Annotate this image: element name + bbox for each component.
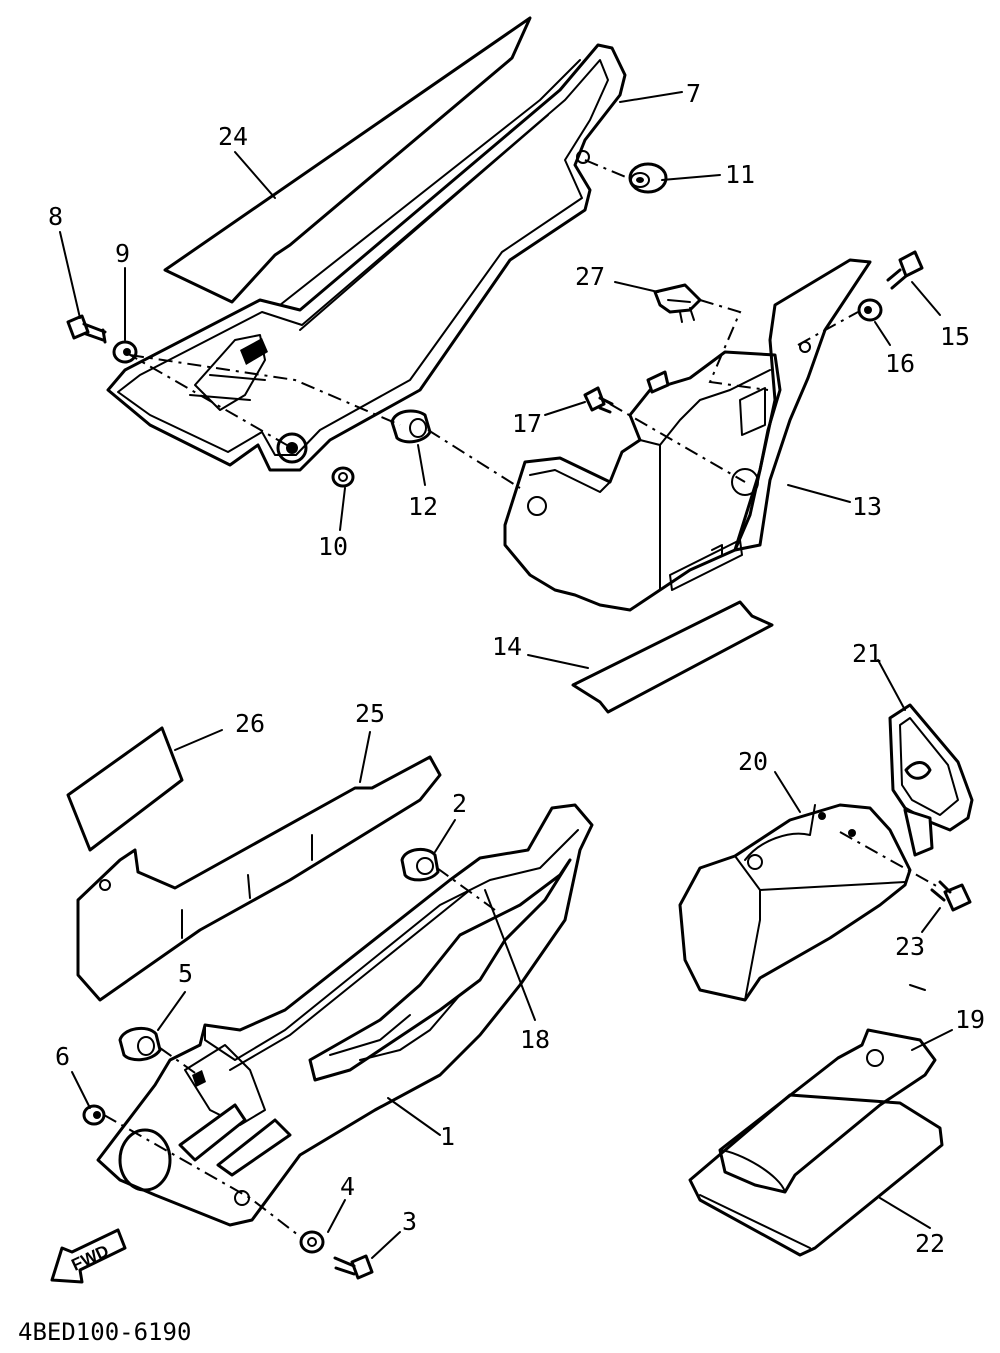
lower-cover-recess <box>184 1044 266 1126</box>
lower-cover-hub <box>118 1128 172 1192</box>
bolt-3 <box>333 1254 374 1280</box>
lower-side-cover <box>96 803 594 1227</box>
lower-cover-boss <box>192 1070 206 1087</box>
tool-box-lid <box>744 804 816 861</box>
bolt-17 <box>583 386 614 414</box>
callouts: 7 11 24 8 9 10 12 27 15 16 17 13 14 21 2… <box>48 79 985 1258</box>
callout-26: 26 <box>235 709 265 738</box>
pad-25 <box>76 755 442 1002</box>
emblem-plate-24-shape <box>163 16 532 304</box>
callout-13: 13 <box>852 492 882 521</box>
battery-box-tab <box>646 370 670 394</box>
tool-box-20 <box>678 803 926 1002</box>
callout-20: 20 <box>738 747 768 776</box>
callout-23: 23 <box>895 932 925 961</box>
callout-24: 24 <box>218 122 248 151</box>
callout-8: 8 <box>48 202 63 231</box>
callout-12: 12 <box>408 492 438 521</box>
upper-cover-boss-hole-inner <box>286 442 298 454</box>
callout-10: 10 <box>318 532 348 561</box>
bolt-15 <box>886 250 924 290</box>
callout-14: 14 <box>492 632 522 661</box>
upper-side-cover <box>106 16 627 472</box>
callout-2: 2 <box>452 789 467 818</box>
callout-7: 7 <box>686 79 701 108</box>
battery-box-slot <box>669 539 743 591</box>
lower-cover-tab-2 <box>216 1118 292 1177</box>
upper-cover-top-hole <box>576 150 590 164</box>
bracket-plate <box>733 258 872 552</box>
upper-cover-recess <box>194 334 266 411</box>
washer-4 <box>299 1230 325 1254</box>
upper-cover-ridge <box>279 59 581 306</box>
forward-arrow: FWD <box>50 1228 127 1284</box>
callout-25: 25 <box>355 699 385 728</box>
callout-3: 3 <box>402 1207 417 1236</box>
callout-15: 15 <box>940 322 970 351</box>
pad-14 <box>571 600 774 714</box>
strap-holder-21 <box>888 703 974 857</box>
tool-box-foot <box>909 984 926 991</box>
diagram-code: 4BED100-6190 <box>18 1318 191 1346</box>
upper-cover-outline <box>106 43 627 472</box>
lower-cover-top-ridge <box>204 829 579 1061</box>
tool-bag-19 <box>718 1028 937 1194</box>
callout-5: 5 <box>178 959 193 988</box>
callout-4: 4 <box>340 1172 355 1201</box>
upper-cover-recess-lines <box>189 374 266 401</box>
grommet-5 <box>118 1026 162 1062</box>
sticker-26 <box>66 726 184 852</box>
battery-box-window <box>739 387 766 436</box>
clip-27 <box>653 283 702 323</box>
flame-graphic-lines <box>329 994 461 1061</box>
callout-19: 19 <box>955 1005 985 1034</box>
upper-cover-boss-hole <box>276 432 308 464</box>
leader-lines <box>59 91 953 1259</box>
pad-22-edge <box>699 1194 811 1249</box>
bolt-23 <box>930 880 972 912</box>
grommet-11 <box>628 162 668 194</box>
callout-9: 9 <box>115 239 130 268</box>
callout-22: 22 <box>915 1229 945 1258</box>
callout-18: 18 <box>520 1025 550 1054</box>
callout-1: 1 <box>440 1122 455 1151</box>
upper-cover-boss <box>240 338 268 365</box>
washer-10 <box>331 466 355 488</box>
tool-bag-flap <box>719 1149 786 1193</box>
callout-11: 11 <box>725 160 755 189</box>
battery-box-lip <box>529 469 611 493</box>
collar-16 <box>857 298 883 322</box>
pad-22 <box>688 1093 944 1257</box>
bracket-13 <box>503 258 872 612</box>
tool-box-edges <box>734 855 906 1001</box>
bolt-8 <box>66 314 107 344</box>
callout-16: 16 <box>885 349 915 378</box>
battery-box-edge <box>639 369 771 446</box>
callout-21: 21 <box>852 639 882 668</box>
lower-cover-tab-1 <box>178 1103 247 1162</box>
lower-cover-outline <box>96 803 594 1227</box>
collar-6 <box>82 1104 106 1126</box>
battery-box-outline <box>503 350 782 612</box>
assembly-lines <box>103 159 941 1239</box>
grommet-12 <box>390 409 432 444</box>
pad-25-slits <box>181 834 313 939</box>
battery-box-notch <box>711 544 723 556</box>
upper-cover-ridge-2 <box>299 114 549 331</box>
callout-6: 6 <box>55 1042 70 1071</box>
lower-cover-ridge-2 <box>229 889 471 1071</box>
callout-27: 27 <box>575 262 605 291</box>
fwd-label: FWD <box>69 1241 112 1275</box>
callout-17: 17 <box>512 409 542 438</box>
flame-graphic-18 <box>308 858 572 1082</box>
grommet-2 <box>400 847 440 882</box>
upper-cover-inner-edge <box>117 59 609 456</box>
